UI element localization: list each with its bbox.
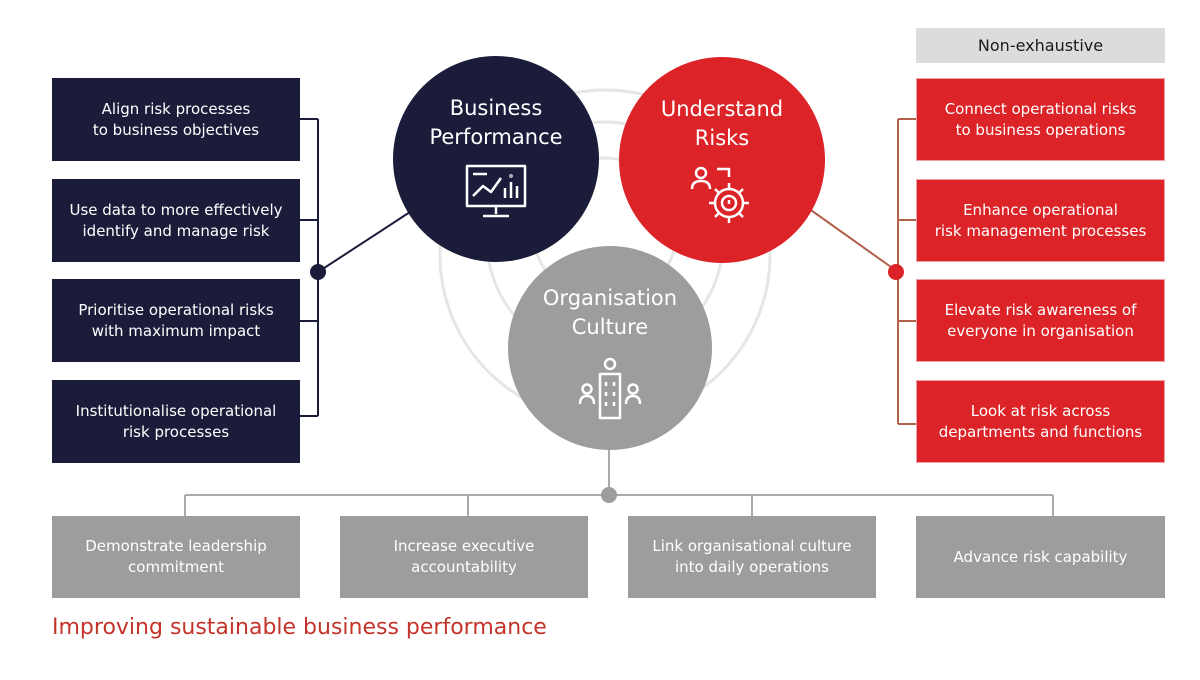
- monitor-chart-icon: [465, 164, 527, 218]
- right-item-enhance: Enhance operational risk management proc…: [916, 179, 1165, 262]
- right-item-connect: Connect operational risks to business op…: [916, 78, 1165, 161]
- footer-title: Improving sustainable business performan…: [52, 615, 547, 640]
- left-item-align: Align risk processes to business objecti…: [52, 78, 300, 161]
- bottom-connector-dot: [601, 487, 617, 503]
- business-performance-circle: Business Performance: [393, 56, 599, 262]
- right-connector-dot: [888, 264, 904, 280]
- bottom-item-advance-capability: Advance risk capability: [916, 516, 1165, 598]
- bottom-item-accountability: Increase executive accountability: [340, 516, 588, 598]
- non-exhaustive-tag: Non-exhaustive: [916, 28, 1165, 63]
- people-gear-icon: [690, 166, 749, 223]
- left-item-institutionalise: Institutionalise operational risk proces…: [52, 380, 300, 463]
- bottom-item-link-culture: Link organisational culture into daily o…: [628, 516, 876, 598]
- understand-risks-circle: Understand Risks: [619, 57, 825, 263]
- right-item-elevate: Elevate risk awareness of everyone in or…: [916, 279, 1165, 362]
- organisation-culture-title: Organisation Culture: [542, 286, 678, 339]
- business-performance-title: Business Performance: [429, 96, 563, 149]
- building-people-icon: [578, 357, 642, 420]
- organisation-culture-circle: Organisation Culture: [508, 246, 712, 450]
- left-connector-dot: [310, 264, 326, 280]
- right-item-look-at-risk: Look at risk across departments and func…: [916, 380, 1165, 463]
- left-item-prioritise: Prioritise operational risks with maximu…: [52, 279, 300, 362]
- left-item-use-data: Use data to more effectively identify an…: [52, 179, 300, 262]
- understand-risks-title: Understand Risks: [660, 97, 784, 150]
- bottom-item-leadership: Demonstrate leadership commitment: [52, 516, 300, 598]
